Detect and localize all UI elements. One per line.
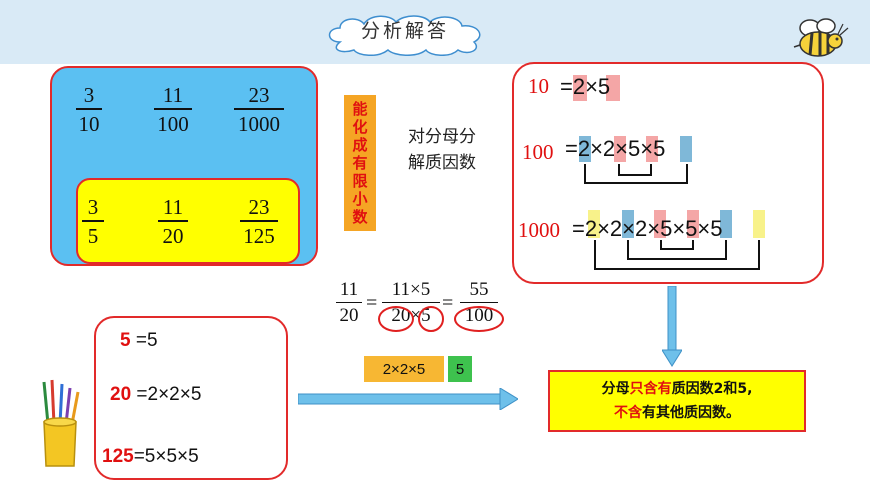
row-label-1000: 1000 [518,218,560,242]
row-20: 20 =2×2×5 [110,384,202,405]
highlight-y2 [753,210,765,238]
tag-2x2x5: 2×2×5 [364,356,444,382]
tag-5: 5 [448,356,472,382]
bracket-outer-1000 [594,240,760,270]
equals-sign: = [366,292,378,314]
conclusion-line1: 分母只含有质因数2和5, [601,381,753,397]
row-expr-100: =2×2×5×5 [565,136,666,161]
highlight-p2 [687,210,699,238]
pencil-cup-icon [42,379,80,467]
cloud-icon [328,15,481,56]
highlight-p1 [654,210,666,238]
conclusion-line2: 不含有其他质因数。 [614,405,740,421]
arrow-down-icon [662,286,682,367]
circle-100 [454,306,504,332]
circle-5 [418,306,444,332]
highlight-b1 [622,210,634,238]
highlight-b2 [720,210,732,238]
finite-decimal-label: 能 化 成 有 限 小 数 [344,95,376,231]
row-label-100: 100 [522,140,554,164]
bracket-inner-1000 [660,240,694,250]
highlight-2a [579,136,591,162]
highlight-5a [646,136,658,162]
highlight-2b [614,136,626,162]
bee-icon [793,18,849,57]
bracket-mid-1000 [627,240,727,260]
row-label-10: 10 [528,74,549,98]
circle-20 [378,306,414,332]
equals-sign-2: = [442,292,454,314]
row-expr-1000: =2×2×2×5×5×5 [572,216,723,241]
highlight-2 [573,75,587,101]
denominator-factor-box [94,316,288,480]
highlight-y1 [588,210,600,238]
arrow-right-icon [298,388,518,410]
highlight-5 [606,75,620,101]
bracket-outer [584,164,688,184]
row-5: 5 =5 [120,330,158,351]
decompose-label: 对分母分 解质因数 [408,127,476,173]
conclusion-box: 分母只含有质因数2和5, 不含有其他质因数。 [548,370,806,432]
row-expr-10: =2×5 [560,74,611,99]
bracket-inner [618,164,652,176]
page-title: 分析解答 [360,20,449,42]
row-125: 125=5×5×5 [102,446,199,467]
prime-factor-box [512,62,824,284]
highlight-5b [680,136,692,162]
